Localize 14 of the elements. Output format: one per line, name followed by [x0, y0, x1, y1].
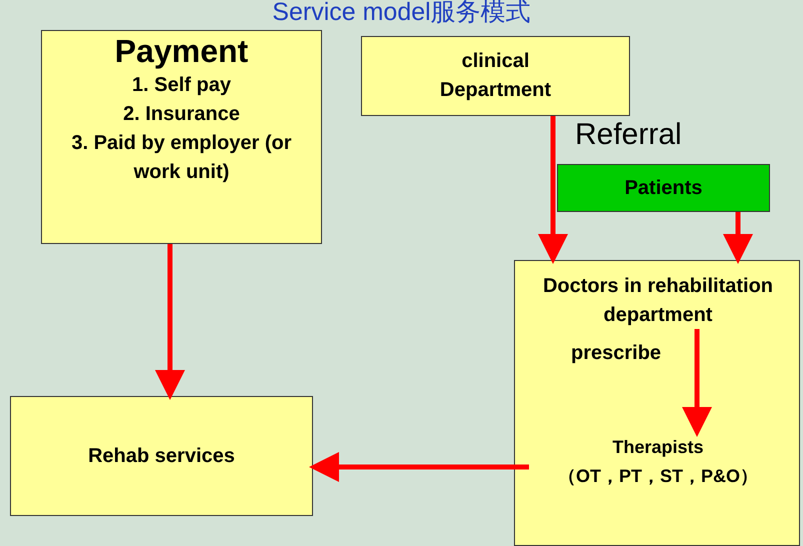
department-box	[514, 260, 800, 546]
arrow	[682, 329, 712, 437]
payment-box: Payment 1. Self pay 2. Insurance 3. Paid by employer (or work unit)	[41, 30, 322, 244]
edge-label: Referral	[575, 118, 682, 152]
arrow	[309, 452, 529, 482]
patients-box: Patients	[557, 164, 770, 212]
arrow	[538, 116, 568, 264]
arrow	[155, 244, 185, 400]
arrow	[723, 212, 753, 264]
department-box: clinical Department	[361, 36, 630, 116]
doctors-text: Doctors in rehabilitation department	[521, 273, 795, 329]
therapists-text: Therapists （OT，PT，ST，P&O）	[529, 433, 787, 491]
rehab-services-box: Rehab services	[10, 396, 313, 516]
edge-label: prescribe	[571, 342, 662, 365]
